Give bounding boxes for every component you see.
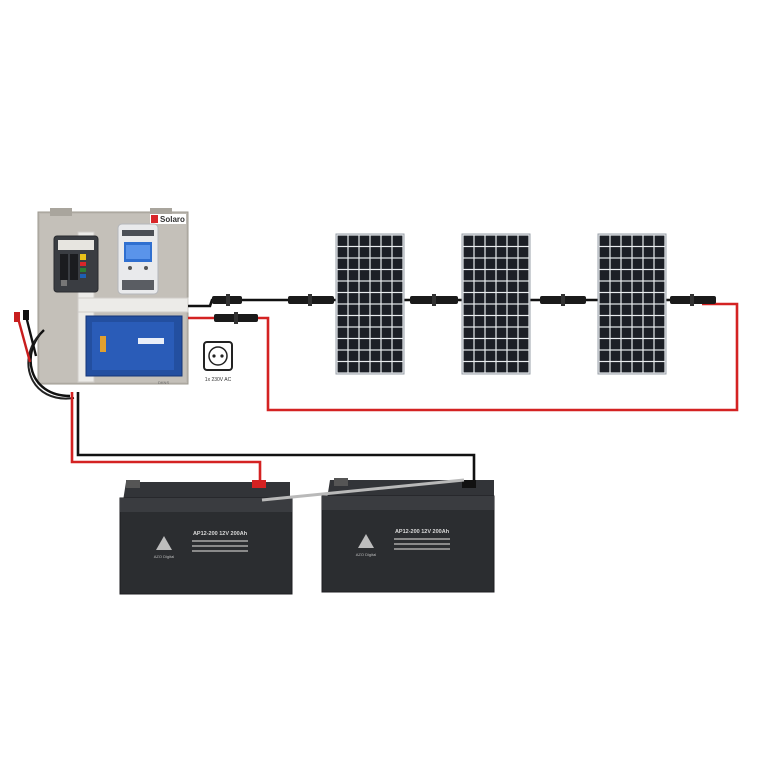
battery-jumper-cable — [261, 478, 465, 502]
brand-name: Solaro — [160, 215, 185, 224]
mc4-connector — [670, 294, 716, 306]
mounting-sticker: DKNS — [158, 380, 169, 385]
mc4-connector — [288, 294, 334, 306]
brand-triangle-icon — [358, 534, 374, 548]
brand-triangle-icon — [156, 536, 172, 550]
solar-panel — [461, 233, 531, 375]
charge-controller — [117, 223, 159, 295]
positive-terminal-icon — [252, 480, 266, 488]
solaro-logo-icon — [151, 215, 158, 223]
battery: AZO Digital AP12-200 12V 200Ah — [321, 478, 495, 593]
mc4-connector — [212, 294, 242, 306]
battery: AZO Digital AP12-200 12V 200Ah — [119, 480, 293, 595]
inverter — [85, 315, 183, 377]
mc4-connectors — [212, 294, 716, 324]
mc4-connector — [540, 294, 586, 306]
solar-panel — [597, 233, 667, 375]
mc4-connector — [410, 294, 458, 306]
mc4-connector — [214, 312, 258, 324]
socket-outlet: 1x 230V AC — [203, 341, 233, 383]
warning-label-icon — [80, 254, 86, 260]
battery-maker: AZO Digital — [154, 554, 175, 559]
battery-cables-coil — [14, 310, 75, 400]
socket-label: 1x 230V AC — [205, 377, 232, 383]
protection-box — [53, 235, 99, 293]
battery-model: AP12-200 12V 200Ah — [395, 529, 450, 535]
battery-maker: AZO Digital — [356, 552, 377, 557]
battery-model: AP12-200 12V 200Ah — [193, 531, 248, 537]
solar-panels — [335, 233, 667, 375]
brand-badge: Solaro — [150, 214, 186, 224]
battery-bank: AZO Digital AP12-200 12V 200Ah AZO Digit… — [119, 478, 495, 595]
solar-panel — [335, 233, 405, 375]
negative-terminal-icon — [462, 480, 476, 488]
